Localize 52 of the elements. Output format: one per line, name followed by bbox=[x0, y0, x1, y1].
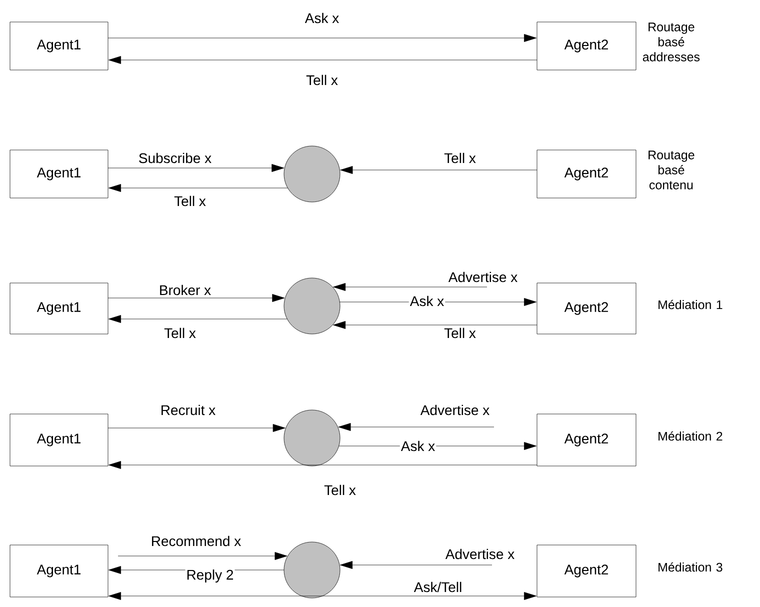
agent-box: Agent1 bbox=[10, 414, 108, 466]
row-caption: Routage basé addresses bbox=[642, 22, 700, 62]
edge-label: Tell x bbox=[323, 484, 357, 496]
agent-box: Agent1 bbox=[10, 150, 108, 198]
edge-label: Ask/Tell bbox=[412, 580, 464, 594]
row-caption: Médiation 1 bbox=[658, 300, 722, 310]
agent-box: Agent1 bbox=[10, 544, 108, 598]
arrow bbox=[333, 321, 538, 329]
agent-box: Agent2 bbox=[536, 414, 636, 466]
edge-label: Reply 2 bbox=[185, 568, 235, 584]
arrow bbox=[340, 166, 538, 174]
edge-label: Advertise x bbox=[419, 404, 491, 416]
edge-label: Broker x bbox=[158, 284, 212, 296]
arrow bbox=[108, 424, 286, 432]
edge-label: Tell x bbox=[443, 326, 477, 340]
row-caption: Médiation 2 bbox=[658, 431, 722, 441]
arrow bbox=[108, 461, 538, 469]
arrow bbox=[108, 56, 538, 64]
relay-circle bbox=[284, 542, 340, 598]
edge-label: Tell x bbox=[163, 326, 197, 340]
arrow bbox=[108, 34, 537, 42]
edge-label: Recruit x bbox=[159, 404, 217, 416]
relay-circle bbox=[284, 410, 340, 466]
row-caption: Médiation 3 bbox=[658, 562, 722, 572]
agent-box: Agent2 bbox=[536, 150, 636, 198]
agent-box: Agent2 bbox=[536, 22, 636, 70]
agent-box: Agent1 bbox=[10, 282, 108, 334]
relay-circle bbox=[284, 278, 340, 334]
edge-label: Ask x bbox=[408, 294, 446, 308]
relay-circle bbox=[284, 146, 340, 202]
edge-label: Ask x bbox=[400, 440, 436, 452]
arrow bbox=[108, 315, 288, 323]
agent-box: Agent2 bbox=[536, 282, 636, 334]
arrow bbox=[108, 592, 537, 600]
arrow bbox=[118, 552, 288, 560]
arrow bbox=[108, 294, 285, 302]
edge-label: Tell x bbox=[173, 194, 207, 208]
edge-label: Subscribe x bbox=[137, 152, 213, 164]
agent-box: Agent2 bbox=[536, 544, 636, 598]
row-caption: Routage basé contenu bbox=[648, 150, 694, 190]
arrow bbox=[333, 283, 488, 291]
edge-label: Advertise x bbox=[447, 270, 519, 284]
edge-label: Ask x bbox=[304, 12, 340, 24]
arrow bbox=[340, 561, 492, 569]
arrow bbox=[108, 184, 288, 192]
arrow bbox=[108, 164, 284, 172]
edge-label: Tell x bbox=[305, 74, 339, 86]
edge-label: Advertise x bbox=[444, 548, 516, 560]
arrow bbox=[338, 423, 494, 431]
edge-label: Tell x bbox=[443, 152, 477, 164]
agent-box: Agent1 bbox=[10, 22, 108, 70]
edge-label: Recommend x bbox=[150, 534, 242, 548]
